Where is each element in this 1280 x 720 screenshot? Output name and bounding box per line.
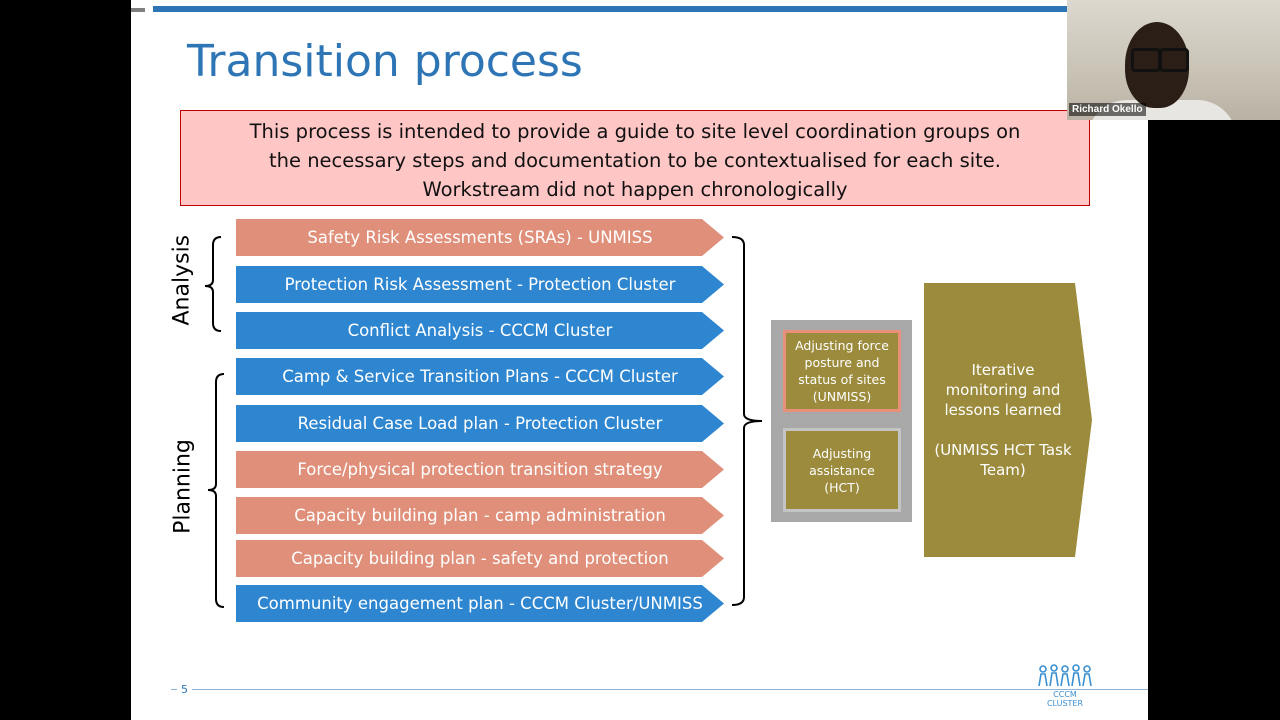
participant-head <box>1125 22 1189 108</box>
adjust-assist-line-2: assistance <box>809 462 875 478</box>
adjust-force-line-3: status of sites <box>798 372 886 387</box>
slide-title: Transition process <box>187 36 583 87</box>
step-conflict-analysis: Conflict Analysis - CCCM Cluster <box>236 312 724 349</box>
footer-divider <box>171 689 1148 690</box>
participant-name: Richard Okello <box>1069 103 1146 116</box>
iterative-line-2: monitoring and <box>945 381 1061 399</box>
group-brackets <box>204 236 763 608</box>
adjust-force-line-4: (UNMISS) <box>812 389 872 404</box>
iterative-line-6: Team) <box>980 461 1026 479</box>
step-safety-risk-assessments: Safety Risk Assessments (SRAs) - UNMISS <box>236 219 724 256</box>
glasses-right <box>1159 48 1189 72</box>
iterative-line-3: lessons learned <box>944 401 1062 419</box>
adjusting-assistance-box: Adjusting assistance (HCT) <box>783 428 901 512</box>
presentation-slide: Transition process This process is inten… <box>131 0 1148 720</box>
step-camp-service-transition-plans: Camp & Service Transition Plans - CCCM C… <box>236 358 724 395</box>
step-protection-risk-assessment: Protection Risk Assessment - Protection … <box>236 266 724 303</box>
step-capacity-camp-administration: Capacity building plan - camp administra… <box>236 497 724 534</box>
intro-line-1: This process is intended to provide a gu… <box>249 120 1021 143</box>
cccm-cluster-logo: CCCM CLUSTER <box>1037 664 1093 708</box>
step-community-engagement-plan: Community engagement plan - CCCM Cluster… <box>236 585 724 622</box>
iterative-line-1: Iterative <box>971 361 1035 379</box>
adjust-force-line-2: posture and <box>804 355 880 370</box>
top-accent-bar <box>153 6 1068 12</box>
iterative-spacer <box>924 420 1082 440</box>
intro-line-3: Workstream did not happen chronologicall… <box>422 178 848 201</box>
adjusting-force-box: Adjusting force posture and status of si… <box>783 330 901 412</box>
webcam-tile[interactable]: Richard Okello <box>1067 0 1280 120</box>
cccm-people-icon <box>1038 664 1092 687</box>
iterative-line-5: (UNMISS HCT Task <box>934 441 1072 459</box>
step-force-protection-strategy: Force/physical protection transition str… <box>236 451 724 488</box>
intro-box: This process is intended to provide a gu… <box>180 110 1090 206</box>
step-capacity-safety-protection: Capacity building plan - safety and prot… <box>236 540 724 577</box>
intro-line-2: the necessary steps and documentation to… <box>269 149 1001 172</box>
step-residual-case-load-plan: Residual Case Load plan - Protection Clu… <box>236 405 724 442</box>
adjust-assist-line-1: Adjusting <box>812 445 872 461</box>
adjust-force-line-1: Adjusting force <box>795 338 889 353</box>
page-number: 5 <box>177 683 192 696</box>
adjust-assist-line-3: (HCT) <box>824 479 860 495</box>
iterative-monitoring-arrow: Iterative monitoring and lessons learned… <box>924 283 1092 557</box>
logo-text: CCCM CLUSTER <box>1046 690 1084 708</box>
glasses-left <box>1131 48 1161 72</box>
top-accent-gray <box>131 8 145 12</box>
